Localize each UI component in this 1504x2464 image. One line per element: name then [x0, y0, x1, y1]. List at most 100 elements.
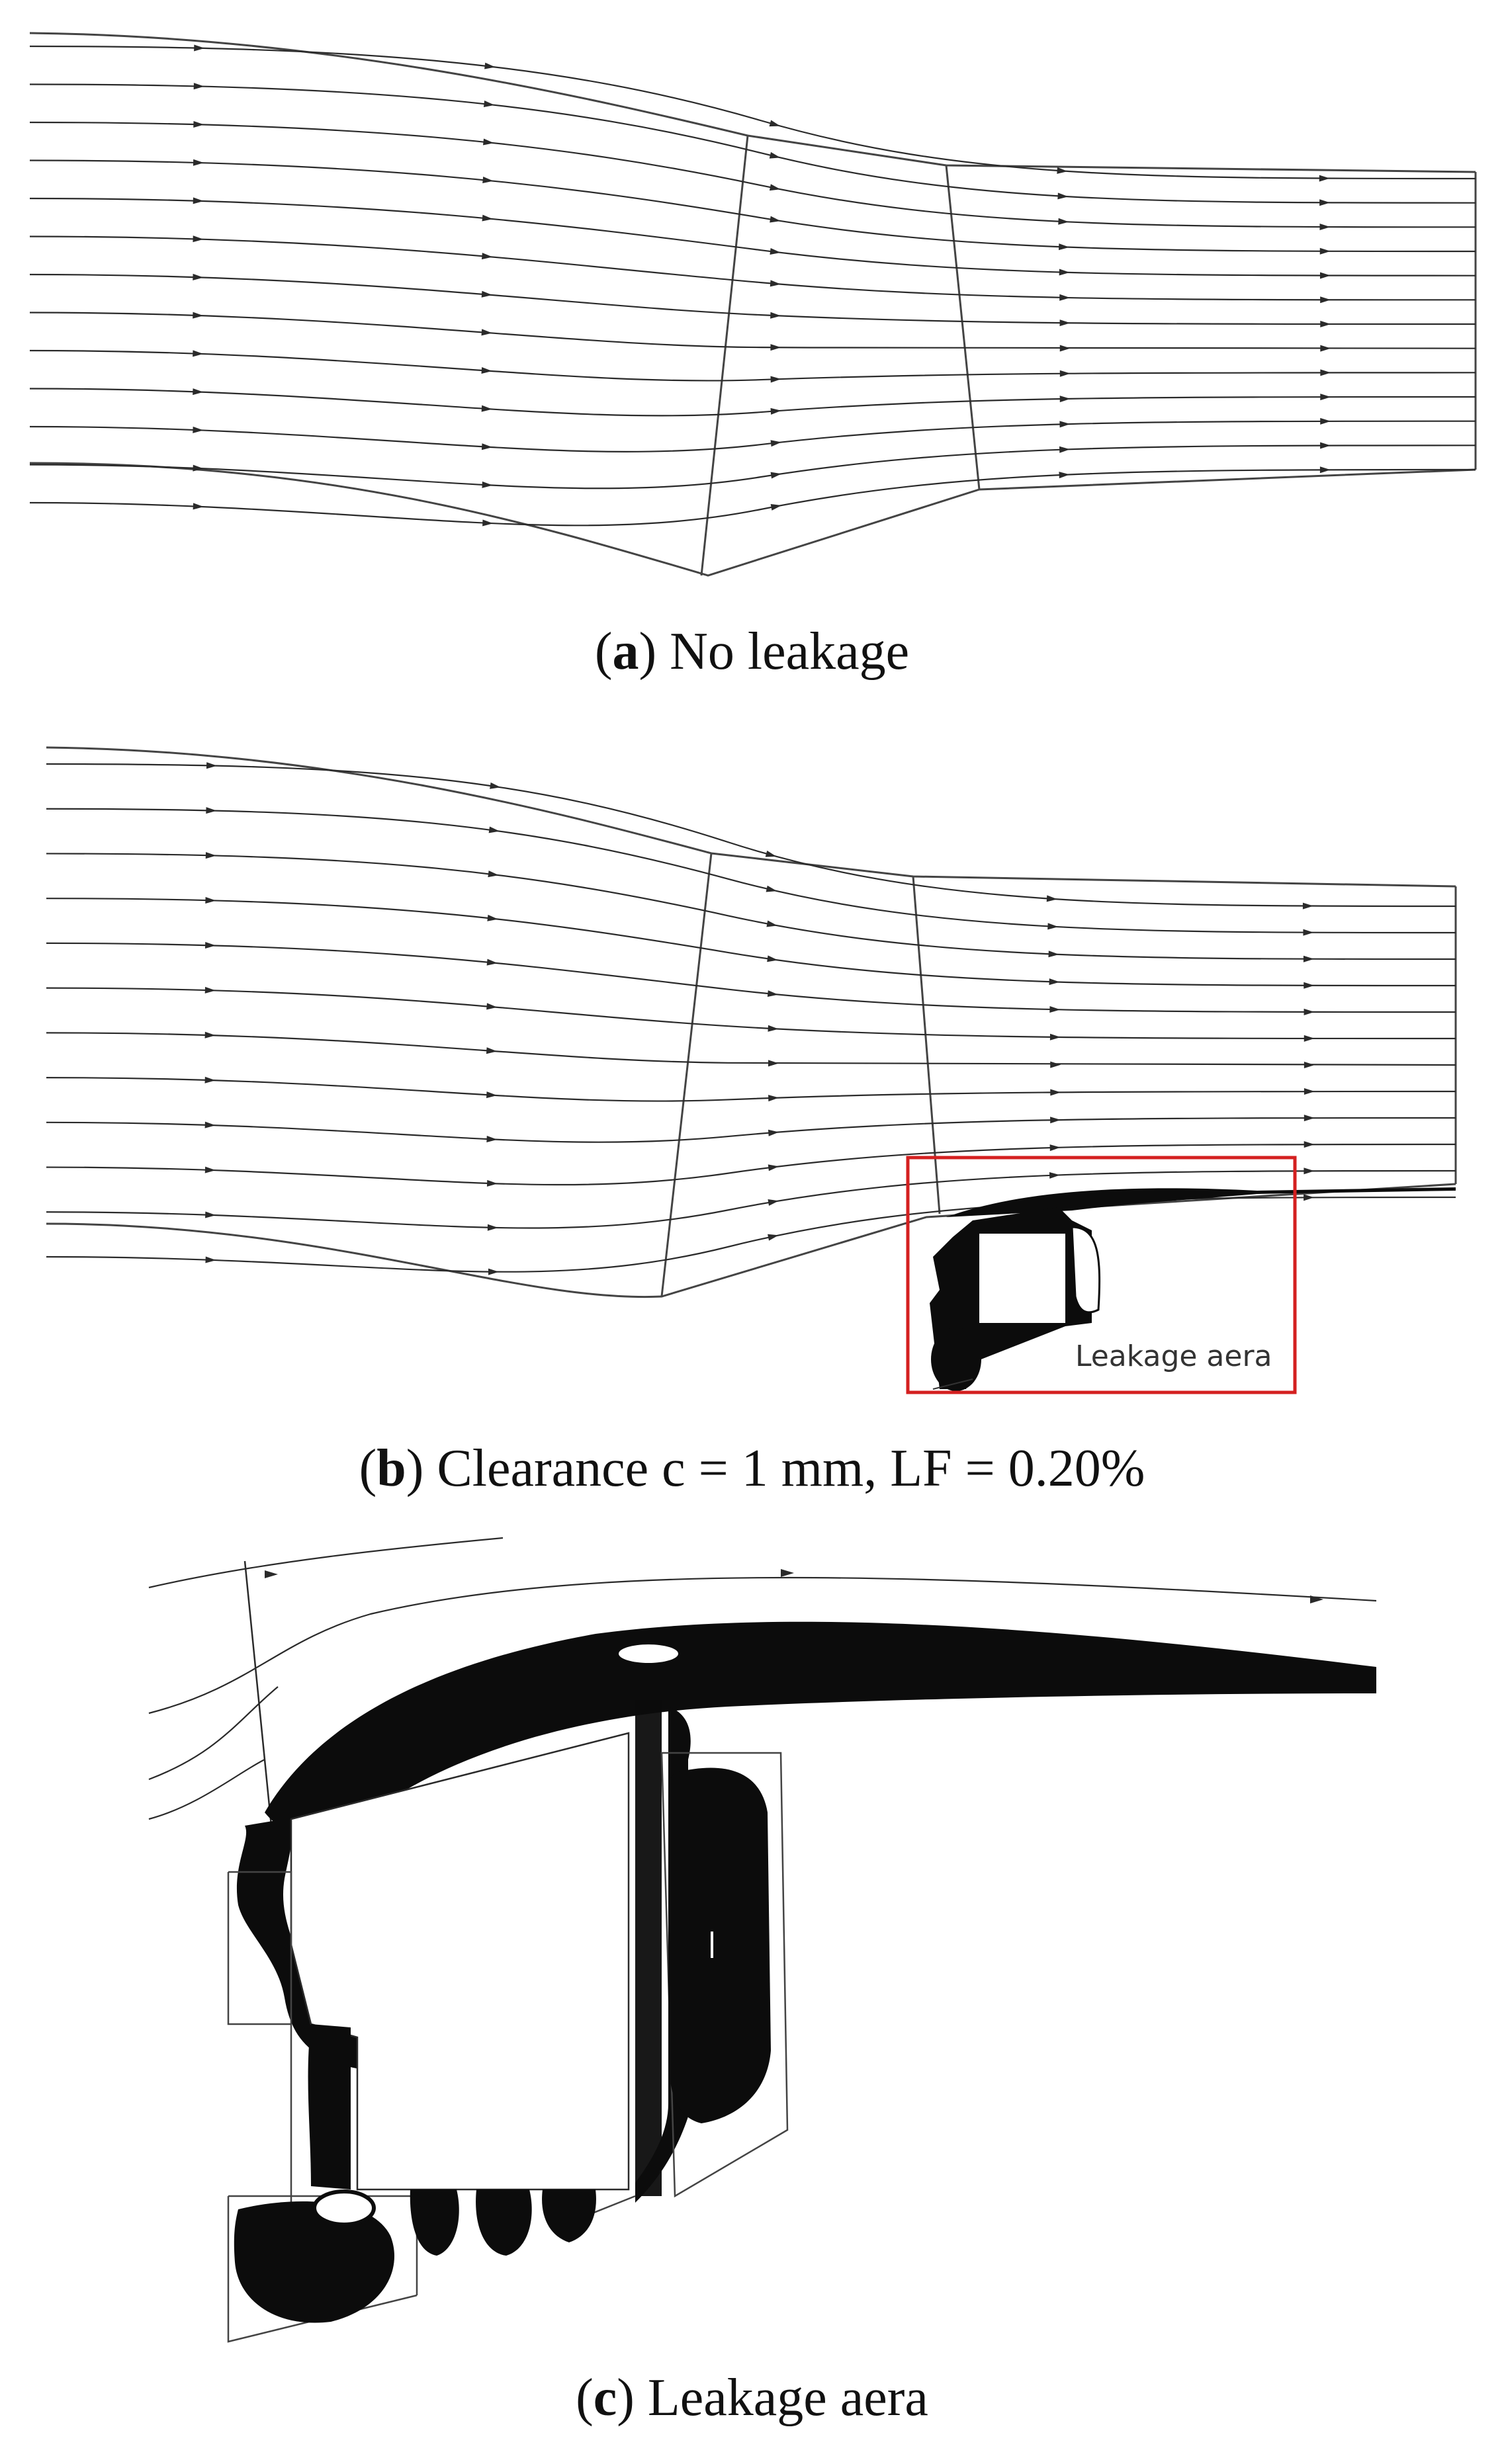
flow-arrow [1304, 1115, 1315, 1122]
flow-arrow [482, 214, 493, 222]
flow-arrow [770, 440, 781, 447]
flow-arrow [1049, 978, 1060, 986]
flow-arrow [1049, 1144, 1061, 1152]
flow-arrow [482, 481, 493, 488]
flow-arrow [1304, 1035, 1315, 1042]
flow-arrow [487, 1224, 498, 1231]
flow-arrow [481, 366, 492, 374]
leakage-highlight-box [906, 1156, 1297, 1394]
flow-arrow [193, 159, 204, 166]
panel-b-leakage-flow [930, 1187, 1456, 1391]
flow-arrow [1049, 1033, 1061, 1041]
streamline [29, 445, 1476, 489]
flow-arrow [488, 826, 500, 833]
flow-arrow [193, 464, 204, 472]
panel-b-streamline-plot: Leakage aera [46, 746, 1457, 1394]
flow-arrow [766, 885, 777, 892]
flow-arrow [206, 807, 217, 814]
flow-arrow [1049, 1171, 1061, 1179]
flow-arrow [1059, 396, 1071, 403]
flow-arrow [768, 1129, 779, 1136]
flow-arrow [193, 503, 204, 510]
flow-arrow [1049, 1005, 1061, 1013]
flow-arrow [484, 62, 496, 69]
streamline [46, 1143, 1456, 1186]
streamline [29, 388, 1476, 417]
flow-arrow [1319, 199, 1331, 206]
streamline [29, 83, 1476, 204]
flow-arrow [486, 1091, 498, 1099]
flow-arrow [204, 986, 216, 994]
flow-arrow [1304, 1008, 1315, 1015]
panel-a-duct-outline [29, 32, 1477, 577]
panel-c-jet-eye [619, 1644, 678, 1663]
flow-arrow [1304, 1194, 1315, 1201]
streamline [29, 45, 1476, 180]
panel-c-seal-vortices [308, 2024, 596, 2256]
flow-arrow [1319, 272, 1331, 279]
flow-arrow [770, 248, 781, 255]
flow-arrow [1320, 296, 1331, 304]
flow-arrow [769, 184, 781, 191]
panel-c-leakage-detail [0, 1535, 1504, 2348]
panel-c-mainstream [148, 1537, 1377, 1826]
caption-b-text: Clearance c = 1 mm, LF = 0.20% [423, 1439, 1145, 1498]
flow-arrow [483, 101, 495, 107]
flow-arrow [206, 762, 218, 769]
flow-arrow [1320, 394, 1331, 401]
panel-c-right-cavity [660, 1752, 789, 2198]
flow-arrow [193, 120, 204, 128]
flow-arrow [486, 1047, 498, 1054]
panel-c-mainstream-arrows [265, 1569, 1323, 1603]
flow-arrow [1303, 955, 1314, 962]
flow-arrow [1059, 269, 1070, 276]
flow-arrow [204, 1076, 216, 1083]
caption-b-letter: b [376, 1439, 406, 1498]
flow-arrow [1304, 1168, 1315, 1175]
flow-arrow [769, 120, 781, 127]
streamline [29, 312, 1476, 349]
flow-arrow [1059, 243, 1070, 251]
flow-arrow [1320, 320, 1331, 327]
streamline [29, 349, 1476, 382]
flow-arrow [768, 1164, 779, 1171]
flow-arrow [193, 350, 204, 357]
flow-arrow [205, 897, 216, 904]
flow-arrow [770, 280, 781, 287]
flow-arrow [1050, 1061, 1061, 1068]
flow-arrow [1303, 929, 1314, 936]
flow-arrow [193, 312, 204, 319]
panel-a-streamline-plot [29, 32, 1477, 577]
caption-c-text: Leakage aera [634, 2369, 928, 2427]
flow-arrow [488, 1268, 499, 1275]
flow-arrow [1050, 1117, 1061, 1124]
flow-arrow [1048, 951, 1059, 958]
flow-arrow [481, 253, 493, 260]
flow-arrow [1320, 345, 1331, 352]
streamline [46, 1196, 1456, 1273]
flow-arrow [1059, 319, 1071, 327]
streamline [29, 468, 1476, 527]
streamline [46, 853, 1456, 960]
streamline [29, 121, 1476, 228]
flow-arrow [204, 941, 216, 949]
flow-arrow [1058, 218, 1069, 225]
flow-arrow [205, 852, 216, 859]
flow-arrow [1046, 895, 1057, 902]
flow-arrow [770, 312, 781, 319]
flow-arrow [204, 1121, 216, 1128]
flow-arrow [770, 344, 781, 351]
flow-arrow [1304, 1088, 1315, 1095]
flow-arrow [1059, 370, 1071, 377]
panel-a-no-leakage [0, 0, 1504, 595]
flow-arrow [193, 273, 204, 280]
flow-arrow [1304, 982, 1315, 989]
caption-a-letter: a [612, 622, 639, 681]
flow-arrow [193, 235, 204, 243]
flow-arrow [768, 1095, 779, 1102]
flow-arrow [486, 1179, 498, 1187]
flow-arrow [481, 443, 493, 450]
flow-arrow [770, 216, 781, 223]
flow-arrow [1304, 1141, 1315, 1148]
streamline [46, 1076, 1456, 1102]
